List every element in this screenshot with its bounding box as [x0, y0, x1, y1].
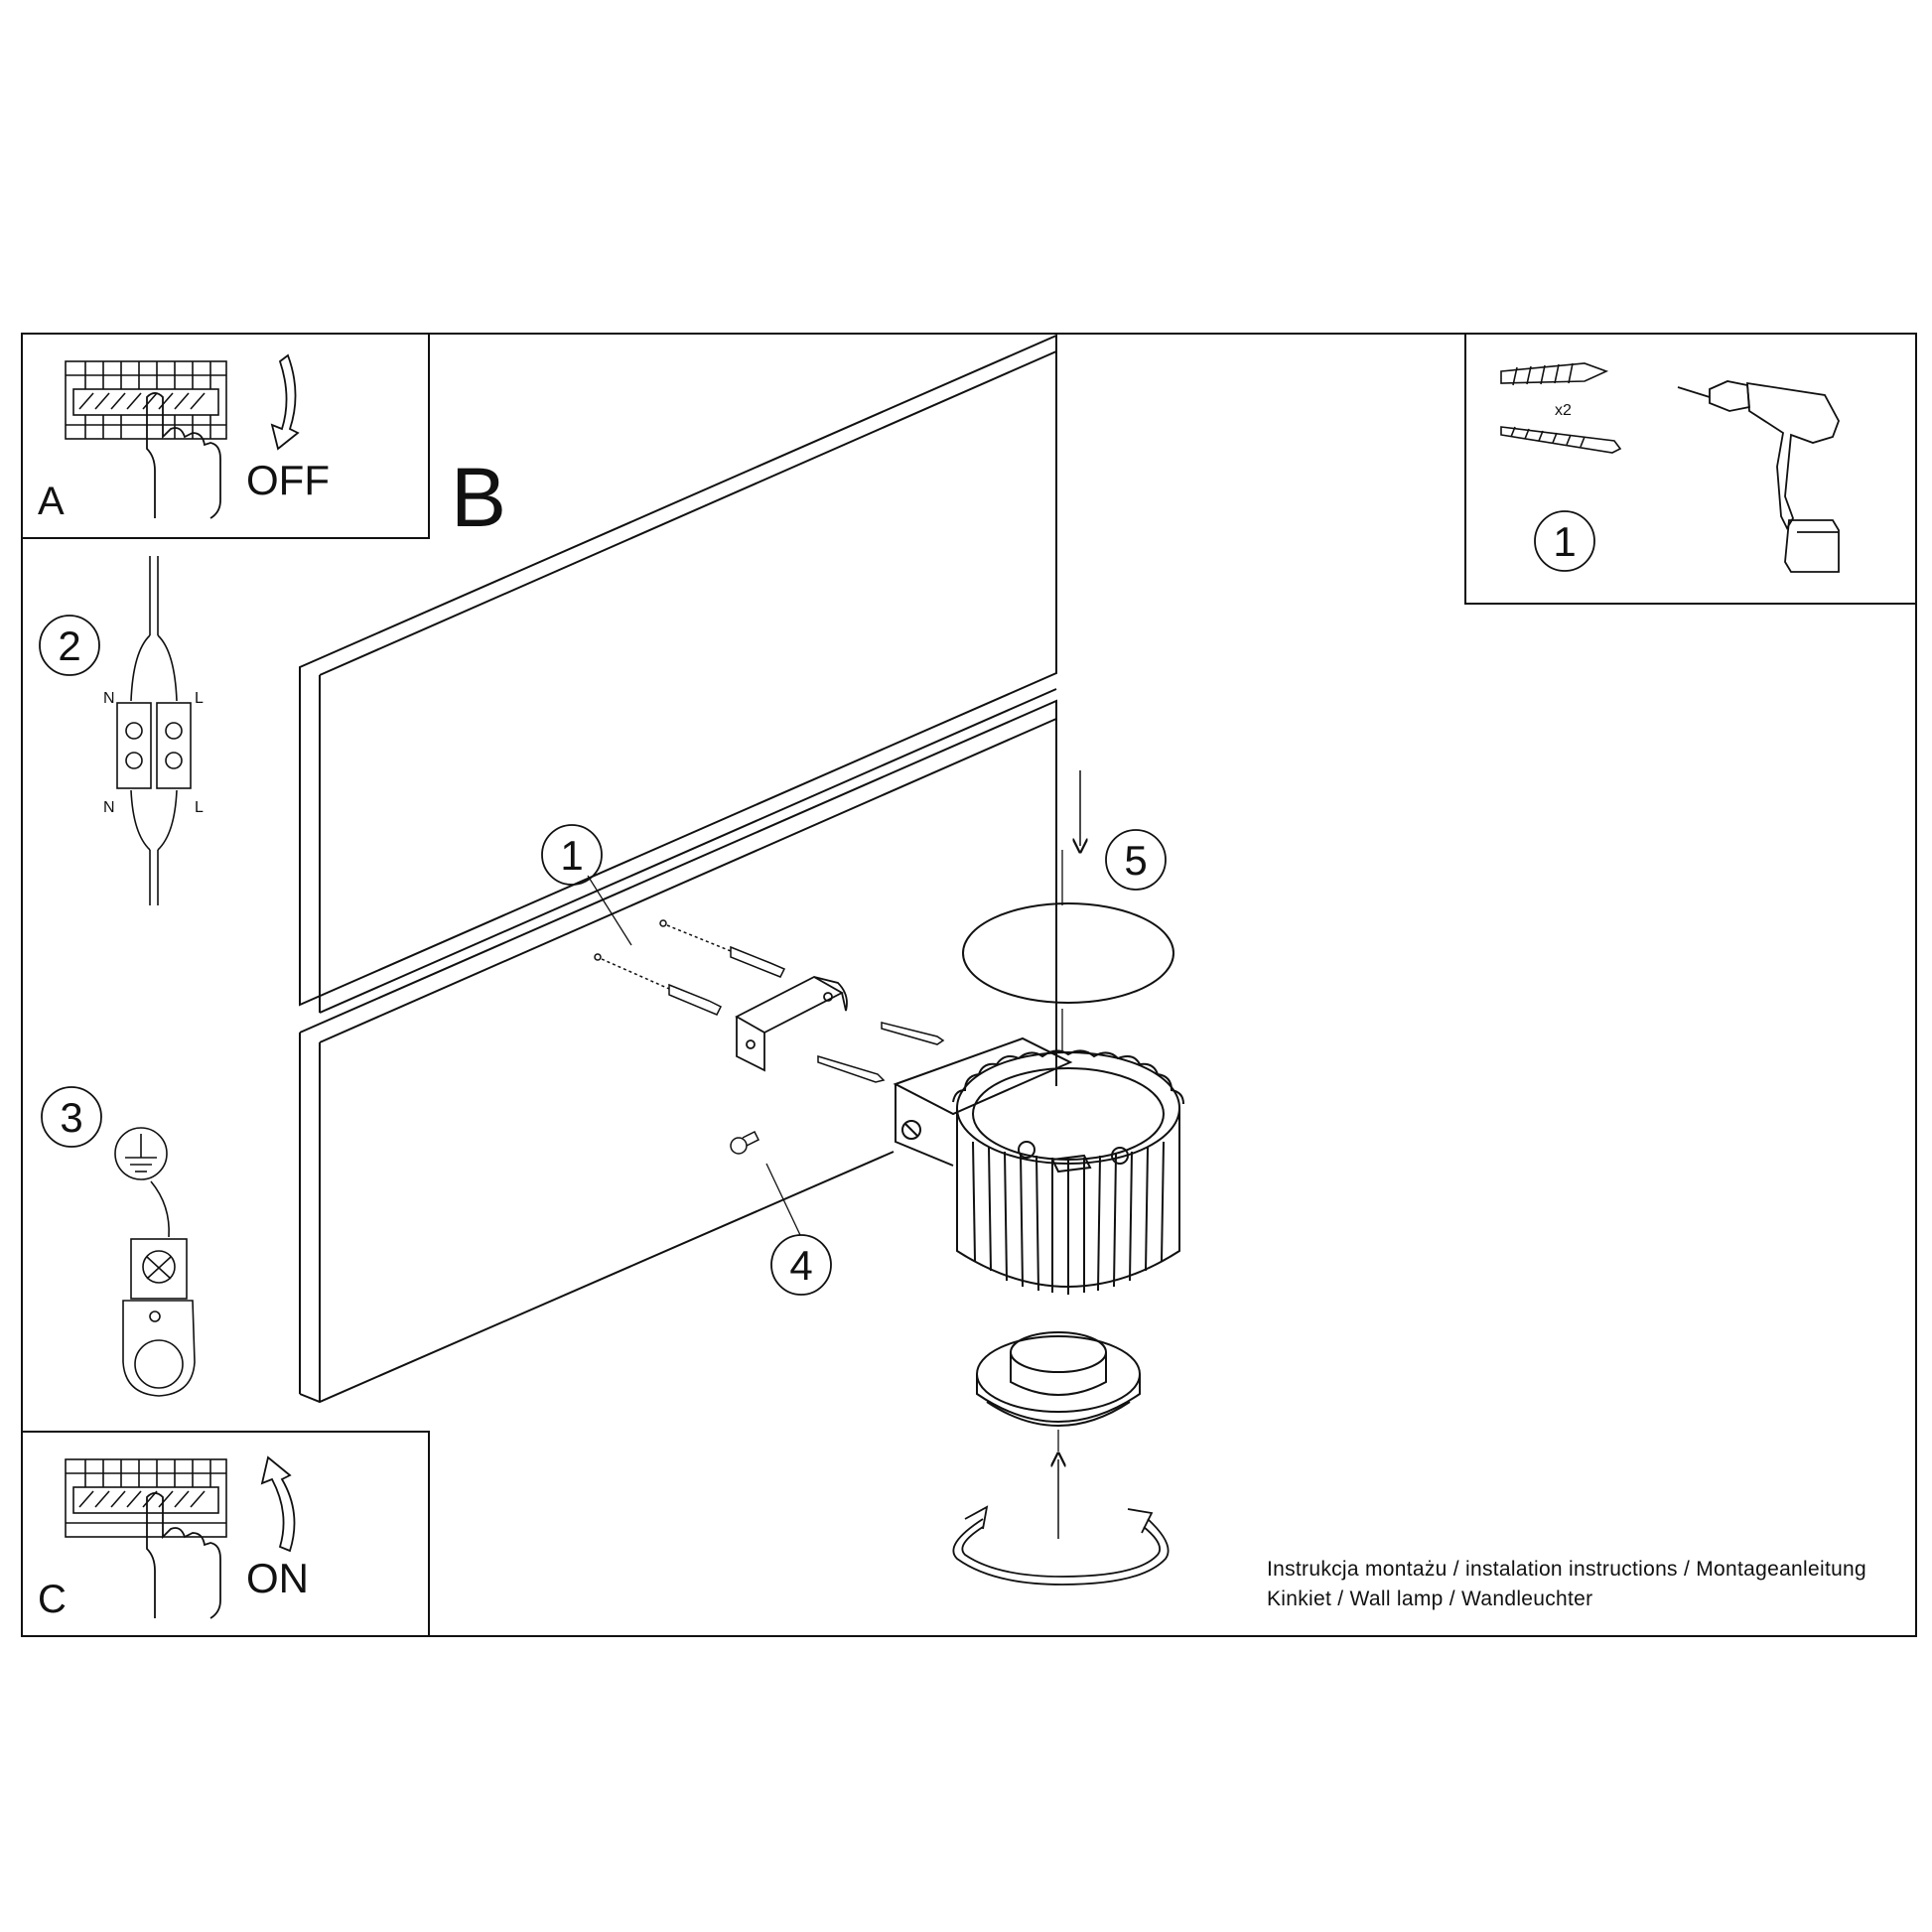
wiring-n-bottom: N: [103, 799, 115, 816]
bracket-callout-number: 1: [560, 832, 583, 879]
earth-terminal: [114, 1127, 196, 1397]
wall-panels: [299, 334, 1057, 1404]
panel-c-on-label: ON: [246, 1555, 309, 1601]
panel-c-letter: C: [38, 1578, 67, 1621]
ground-icon: [114, 1127, 168, 1180]
tools-box: [1464, 333, 1917, 605]
cover-callout-number: 5: [1124, 837, 1147, 884]
wiring-step-number: 2: [58, 622, 80, 669]
breaker-strip-icon: [65, 1458, 227, 1538]
wiring-l-bottom: L: [195, 799, 204, 816]
rotate-arrow-icon: [961, 1526, 1162, 1578]
panel-c: [21, 1431, 430, 1637]
wiring-step-circle: [39, 615, 100, 676]
lamp-body: [893, 1036, 1184, 1295]
bottom-cap: [976, 1331, 1141, 1427]
screw-callout-number: 4: [789, 1242, 812, 1289]
outer-frame: [21, 333, 1917, 1637]
drill-icon: [1677, 380, 1840, 573]
screw-icon: [881, 1022, 945, 1045]
hand-icon: [146, 392, 221, 519]
tools-quantity-label: x2: [1555, 402, 1572, 419]
panel-a-off-label: OFF: [246, 457, 330, 503]
earth-step-number: 3: [60, 1094, 82, 1141]
screw-icon: [659, 919, 786, 978]
wall-plug-icon: [1500, 362, 1609, 386]
footer-line-2: Kinkiet / Wall lamp / Wandleuchter: [1267, 1587, 1593, 1610]
wiring-diagram: [116, 556, 192, 905]
rotate-arrow-icon: [952, 1518, 1170, 1586]
mounting-bracket: [735, 975, 848, 1072]
panel-b-letter: B: [451, 451, 506, 544]
leader-line: [765, 1163, 801, 1236]
screw-callout-circle: [770, 1234, 832, 1296]
curved-arrow-up-icon: [260, 1455, 296, 1553]
curved-arrow-down-icon: [270, 353, 300, 451]
small-screw-icon: [730, 1130, 760, 1155]
footer-line-1: Instrukcja montażu / instalation instruc…: [1267, 1558, 1867, 1581]
screw-icon: [594, 953, 723, 1016]
wiring-n-top: N: [103, 690, 115, 707]
bracket-callout-circle: [541, 824, 603, 886]
leader-line: [587, 875, 632, 946]
screw-icon: [817, 1054, 886, 1083]
breaker-strip-icon: [65, 360, 227, 440]
panel-a-letter: A: [38, 480, 65, 523]
wiring-l-top: L: [195, 690, 204, 707]
earth-step-circle: [41, 1086, 102, 1148]
tools-step-number: 1: [1553, 518, 1576, 565]
glass-cover: [962, 902, 1174, 1004]
screw-icon: [1500, 426, 1622, 454]
footer-caption: Instrukcja montażu / instalation instruc…: [1267, 1555, 1866, 1614]
hand-icon: [146, 1492, 221, 1619]
tools-step-circle: [1534, 510, 1595, 572]
cover-callout-circle: [1105, 829, 1167, 891]
panel-a: [21, 333, 430, 539]
